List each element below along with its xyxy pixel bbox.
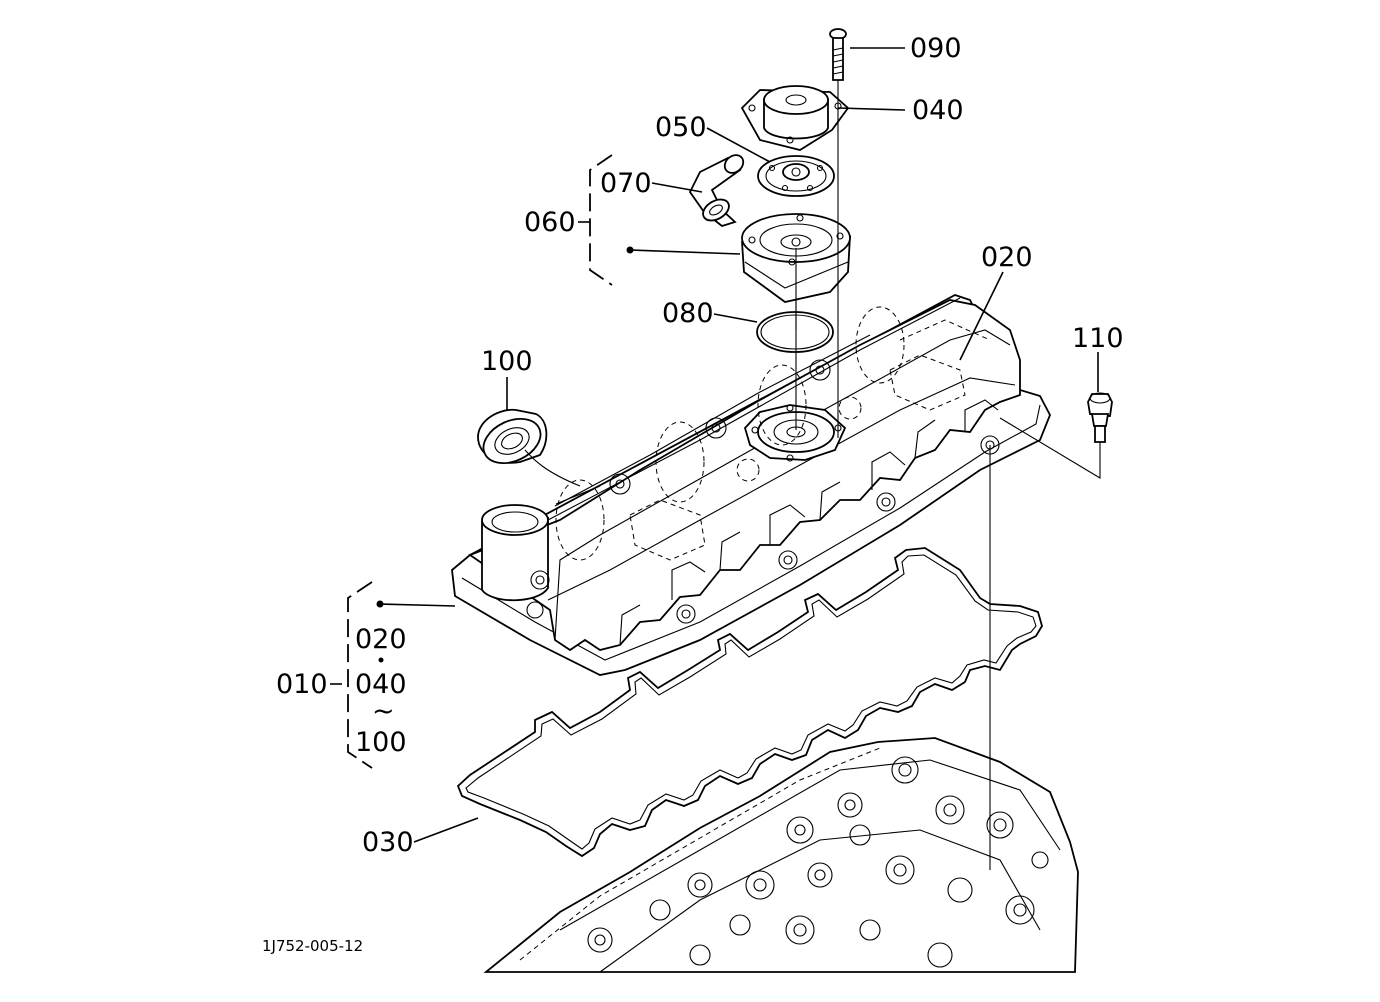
range-start-label: 020 — [355, 624, 407, 655]
assembly-lines — [524, 80, 1101, 870]
valve-cover-gasket-030 — [456, 547, 1043, 858]
range-mid-label: 040 — [355, 669, 407, 700]
callout-090: 090 — [910, 33, 962, 64]
drawing-number: 1J752-005-12 — [262, 937, 363, 955]
callout-060: 060 — [524, 207, 576, 238]
callout-080: 080 — [662, 298, 714, 329]
breather-assembly-060 — [688, 28, 851, 303]
callout-050: 050 — [655, 112, 707, 143]
range-tilde: ~ — [372, 696, 395, 727]
valve-cover-010 — [451, 294, 1051, 676]
callout-040: 040 — [912, 95, 964, 126]
brackets — [347, 154, 613, 769]
range-end-label: 100 — [355, 727, 407, 758]
callout-070: 070 — [600, 168, 652, 199]
callout-110: 110 — [1072, 323, 1124, 354]
callout-010: 010 — [276, 669, 328, 700]
bolt-110 — [1087, 392, 1113, 443]
callout-100: 100 — [481, 346, 533, 377]
cylinder-head — [483, 737, 1079, 973]
callout-030: 030 — [362, 827, 414, 858]
leader-lines — [330, 47, 1099, 843]
callout-020: 020 — [981, 242, 1033, 273]
o-ring-080 — [756, 311, 834, 353]
